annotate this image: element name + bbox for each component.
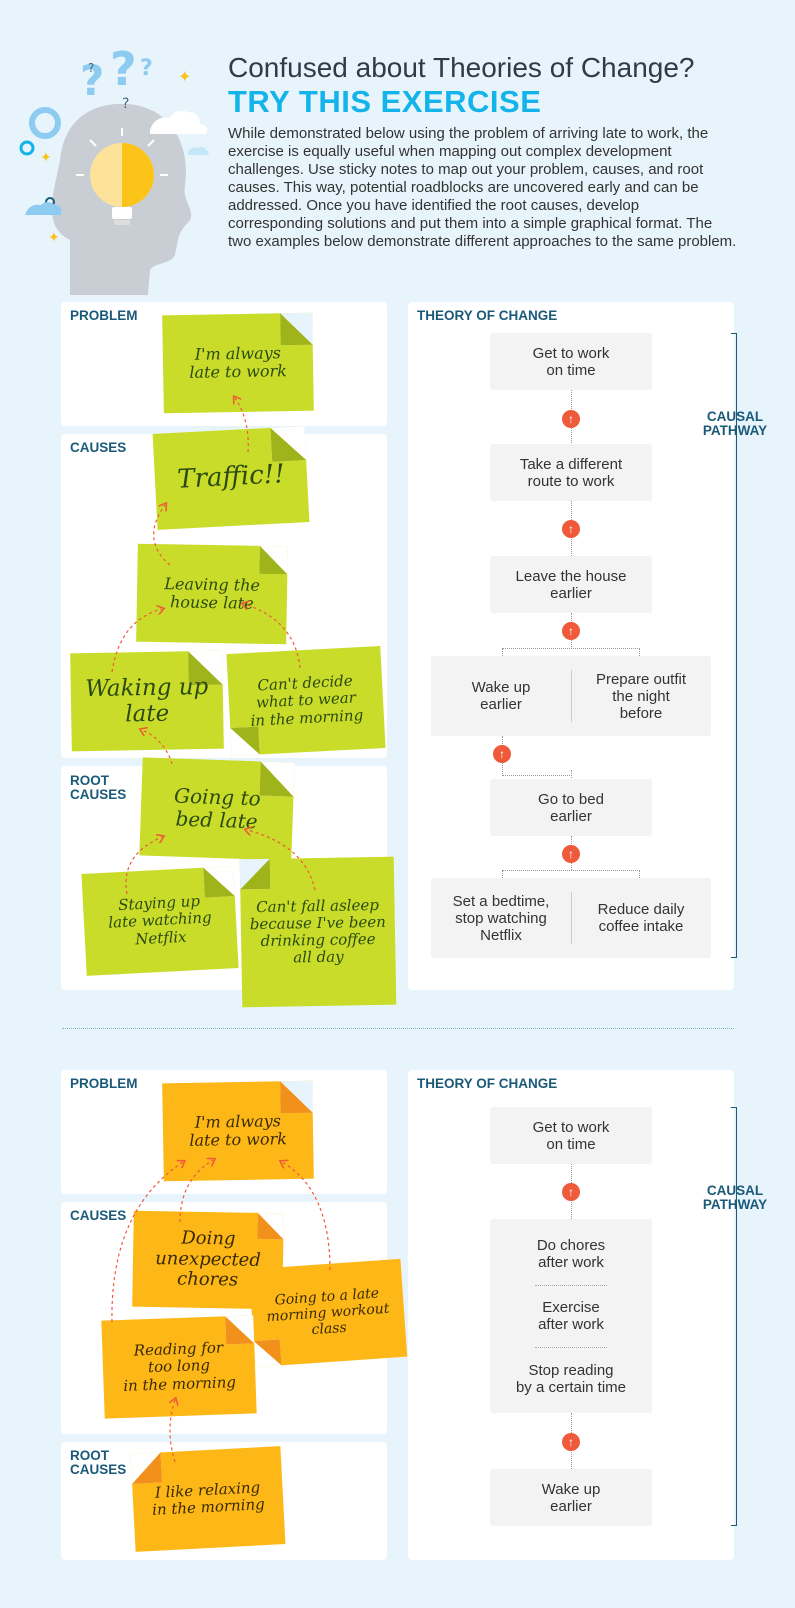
toc-set-bedtime: Set a bedtime, stop watching Netflix (452, 892, 550, 944)
separator (535, 1347, 607, 1348)
ex2-causal-pathway-label: CAUSAL PATHWAY (702, 1183, 768, 1212)
toc-bed-earlier: Go to bed earlier (490, 779, 652, 836)
svg-text:✦: ✦ (178, 69, 191, 86)
note-text: Can't decide what to wear in the morning (250, 671, 364, 730)
branch-line (502, 648, 640, 656)
branch-line (502, 870, 640, 878)
title-line1: Confused about Theories of Change? (228, 52, 695, 83)
toc-get-to-work: Get to work on time (490, 333, 652, 390)
note-text: I'm always late to work (189, 1110, 288, 1150)
toc-wake-earlier: Wake up earlier (471, 679, 531, 713)
note-text: Doing unexpected chores (155, 1227, 262, 1291)
note-text: Reading for too long in the morning (122, 1338, 237, 1395)
up-arrow-icon: ↑ (493, 745, 511, 763)
ex2-causes-label: CAUSES (70, 1208, 127, 1223)
note2-always-late: I'm always late to work (162, 1080, 314, 1182)
ex1-root-causes-label: ROOT CAUSES (70, 773, 127, 802)
note-cant-decide: Can't decide what to wear in the morning (226, 646, 386, 756)
note-fold (259, 545, 288, 575)
up-arrow-icon: ↑ (562, 845, 580, 863)
up-arrow-icon: ↑ (562, 1433, 580, 1451)
note2-reading: Reading for too long in the morning (101, 1315, 257, 1419)
toc2-stack-box: Do chores after work Exercise after work… (490, 1219, 652, 1413)
note-coffee: Can't fall asleep because I've been drin… (239, 856, 397, 1008)
ex1-causes-label: CAUSES (70, 440, 127, 455)
toc2-wake-earlier: Wake up earlier (490, 1469, 652, 1526)
note-text: Can't fall asleep because I've been drin… (249, 895, 386, 967)
section-divider (62, 1028, 734, 1029)
svg-text:?: ? (110, 42, 137, 96)
svg-text:✦: ✦ (48, 229, 60, 245)
intro-paragraph: While demonstrated below using the probl… (228, 125, 737, 250)
toc-wake-outfit-row: Wake up earlier Prepare outfit the night… (431, 656, 711, 736)
note-fold (239, 858, 271, 890)
note-text: Staying up late watching Netflix (107, 892, 213, 948)
note-always-late: I'm always late to work (162, 312, 314, 414)
note-waking-late: Waking up late (70, 650, 224, 752)
lightbulb-head-illustration: ? ? ? ? ? ✦ ✦ ✦ (19, 42, 209, 296)
title-line2: TRY THIS EXERCISE (228, 84, 542, 119)
svg-text:?: ? (140, 56, 153, 81)
ex1-toc-label: THEORY OF CHANGE (417, 308, 558, 323)
note-leaving-late: Leaving the house late (136, 543, 288, 645)
note-text: Traffic!! (176, 459, 286, 495)
branch-line (571, 770, 572, 778)
ex2-toc-label: THEORY OF CHANGE (417, 1076, 558, 1091)
up-arrow-icon: ↑ (562, 410, 580, 428)
ex2-problem-label: PROBLEM (70, 1076, 138, 1091)
toc2-exercise: Exercise after work (538, 1299, 604, 1333)
note-fold (259, 761, 295, 797)
toc-different-route: Take a different route to work (490, 444, 652, 501)
toc-prepare-outfit: Prepare outfit the night before (595, 670, 687, 722)
ex1-causal-pathway-label: CAUSAL PATHWAY (702, 409, 768, 438)
note-text: Going to bed late (173, 783, 262, 834)
note2-relaxing: I like relaxing in the morning (130, 1446, 286, 1552)
separator (571, 892, 572, 944)
separator (535, 1285, 607, 1286)
note2-workout: Going to a late morning workout class (248, 1258, 408, 1368)
branch-line (502, 736, 572, 776)
causal-pathway-bracket (731, 333, 737, 958)
note-fold (230, 726, 260, 756)
toc-bedtime-coffee-row: Set a bedtime, stop watching Netflix Red… (431, 878, 711, 958)
note-fold (280, 1080, 313, 1114)
note-text: I like relaxing in the morning (151, 1478, 266, 1519)
toc2-get-to-work: Get to work on time (490, 1107, 652, 1164)
note-fold (253, 1339, 282, 1368)
toc2-chores: Do chores after work (536, 1237, 606, 1271)
note-traffic: Traffic!! (152, 426, 310, 530)
note-text: Waking up late (85, 673, 209, 728)
note-fold (280, 312, 313, 346)
ex2-root-causes-label: ROOT CAUSES (70, 1448, 127, 1477)
svg-text:?: ? (80, 56, 104, 105)
toc2-stop-reading: Stop reading by a certain time (515, 1362, 627, 1396)
causal-pathway-bracket (731, 1107, 737, 1526)
note-text: I'm always late to work (189, 342, 288, 382)
svg-text:?: ? (88, 61, 94, 75)
note-fold (130, 1452, 163, 1484)
note-text: Leaving the house late (164, 573, 261, 613)
up-arrow-icon: ↑ (562, 1183, 580, 1201)
note-fold (270, 426, 307, 462)
note-bed-late: Going to bed late (139, 757, 295, 861)
note-fold (257, 1212, 284, 1240)
separator (571, 670, 572, 722)
up-arrow-icon: ↑ (562, 520, 580, 538)
ex1-problem-label: PROBLEM (70, 308, 138, 323)
svg-text:?: ? (122, 96, 129, 112)
toc-reduce-coffee: Reduce daily coffee intake (597, 901, 685, 935)
note-netflix: Staying up late watching Netflix (81, 866, 239, 976)
svg-text:✦: ✦ (40, 149, 52, 165)
up-arrow-icon: ↑ (562, 622, 580, 640)
note-text: Going to a late morning workout class (266, 1285, 390, 1339)
toc-leave-earlier: Leave the house earlier (490, 556, 652, 613)
